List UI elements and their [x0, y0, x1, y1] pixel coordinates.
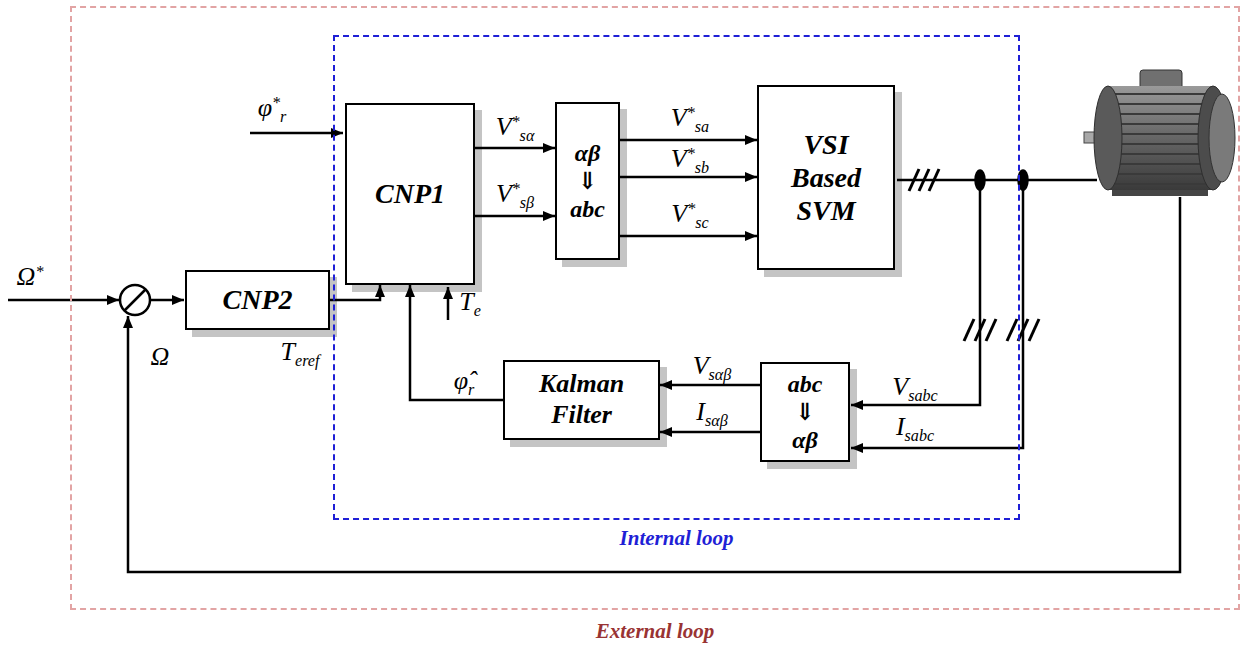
phase-slash [975, 319, 985, 341]
signal-arrow [620, 139, 757, 142]
phase-slash [929, 169, 939, 191]
motor-fan-cover [1209, 94, 1235, 182]
signal-arrow [330, 285, 380, 300]
block-name: CNP2 [223, 283, 293, 316]
phase-slash [919, 169, 929, 191]
loop-title: External loop [596, 619, 714, 644]
speed-label: Ω [151, 341, 170, 372]
phase-slash [909, 169, 919, 191]
external-loop-region: External loopInternal loopCNP1αβ ⇓ abcVS… [70, 6, 1240, 610]
motor-supply-wire [897, 179, 1097, 182]
block-name: αβ ⇓ abc [570, 139, 605, 224]
signal-label: Isαβ [696, 396, 727, 427]
signal-arrow [620, 176, 757, 179]
block-name: Kalman Filter [539, 369, 624, 430]
sensor-taps [975, 170, 1028, 190]
torque-wire [447, 287, 450, 320]
transform-box: abc ⇓ αβ [760, 362, 850, 462]
voltage-sensor-tap [975, 170, 985, 190]
signal-arrow [660, 384, 760, 387]
inverter-box: VSI Based SVM [757, 85, 895, 270]
block-name: VSI Based SVM [791, 128, 861, 227]
motor-front-bell [1094, 86, 1122, 190]
voltage-signal-label: Vsabc [892, 371, 937, 402]
block-name: CNP1 [375, 177, 445, 210]
signal-arrow [475, 215, 555, 218]
block-name: abc ⇓ αβ [788, 370, 823, 455]
phase-slash [986, 319, 996, 341]
signal-label: Teref [281, 336, 320, 367]
motor-fins [1112, 94, 1210, 184]
controller-box: CNP2 [185, 270, 330, 330]
signal-label: V*sc [671, 198, 708, 229]
signal-arrow [660, 431, 760, 434]
signal-label: V*sα [496, 111, 535, 142]
error-wire [150, 299, 184, 302]
phase-slash [1007, 319, 1017, 341]
signal-arrow [620, 235, 757, 238]
speed-reference-wire [8, 299, 119, 302]
signal-arrow [410, 285, 503, 400]
signal-label: V*sb [671, 143, 709, 174]
junction-circle [120, 285, 150, 315]
estimator-box: Kalman Filter [503, 360, 660, 440]
current-signal-label: Isabc [896, 411, 934, 442]
junction-slash [124, 289, 146, 311]
signal-label: V*sa [671, 102, 709, 133]
flux-reference-wire [250, 132, 343, 135]
signal-label: V*sβ [496, 178, 534, 209]
motor-illustration [1084, 70, 1235, 196]
phase-slash [964, 319, 974, 341]
signal-label: φ̂r [454, 365, 475, 396]
summing-junction [120, 285, 150, 315]
transform-box: αβ ⇓ abc [555, 102, 620, 260]
motor-body [1108, 86, 1213, 190]
signal-label: Vsαβ [693, 350, 732, 381]
phase-slash [1029, 319, 1039, 341]
speed-reference-label: Ω* [17, 261, 44, 292]
flux-reference-label: φ*r [258, 92, 287, 123]
torque-label: Te [459, 286, 481, 317]
loop-title: Internal loop [620, 526, 734, 551]
signal-arrow [475, 147, 555, 150]
controller-box: CNP1 [345, 103, 475, 285]
